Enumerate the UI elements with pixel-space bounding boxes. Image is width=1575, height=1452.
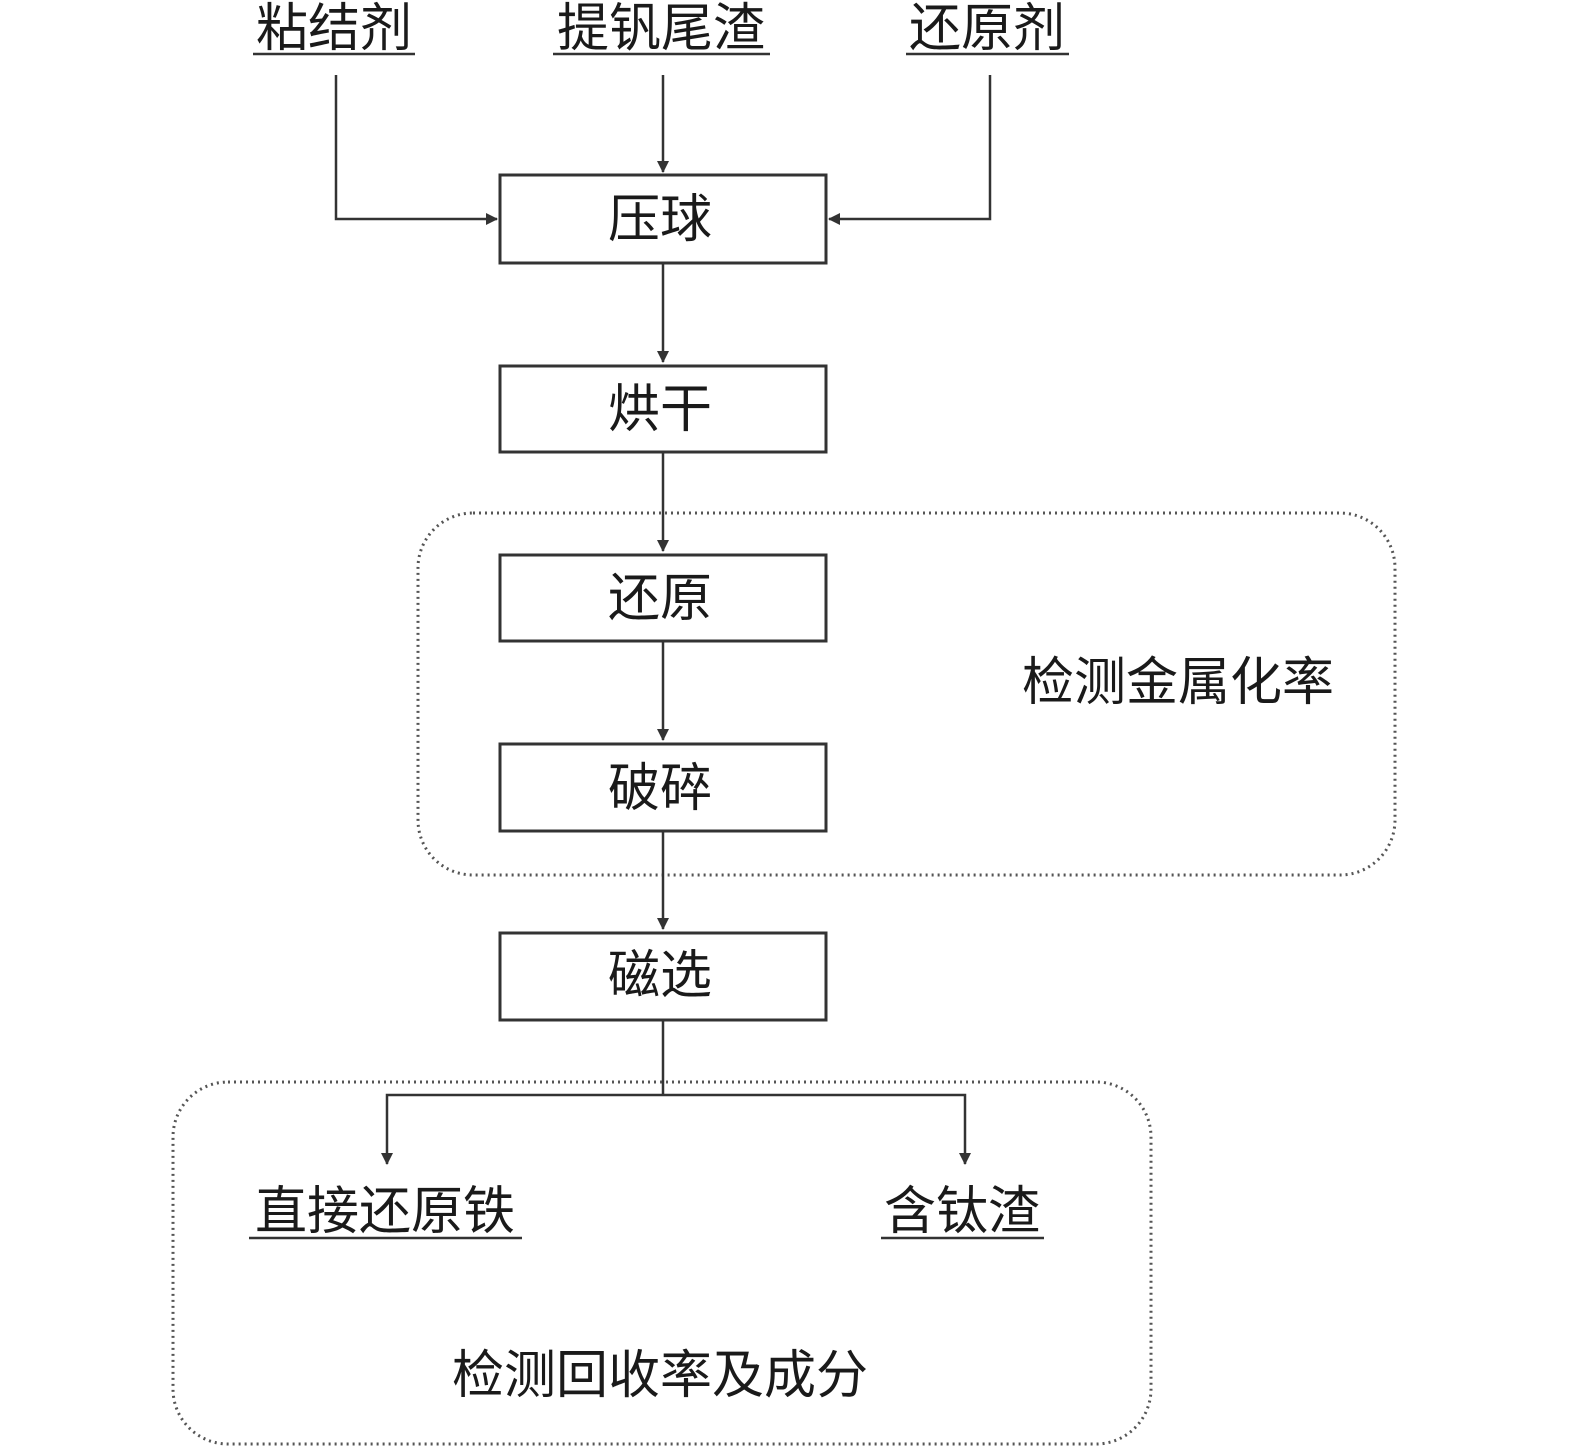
input-binder: 粘结剂 [256, 0, 412, 59]
magnetic-separation-box [498, 931, 828, 1022]
input-reductant: 还原剂 [909, 0, 1065, 59]
recovery-group-label: 检测回收率及成分 [452, 1346, 868, 1406]
metallization-group-label: 检测金属化率 [1022, 653, 1334, 713]
output-titanium-slag: 含钛渣 [884, 1182, 1040, 1242]
separation-to-ti-slag-arrow [663, 1093, 971, 1165]
drying-box [498, 364, 828, 454]
briquetting-box [498, 173, 828, 265]
briquetting-label: 压球 [608, 190, 712, 250]
input-vanadium-tailings: 提钒尾渣 [557, 0, 765, 59]
crushing-label: 破碎 [608, 759, 712, 819]
reduction-label: 还原 [608, 569, 712, 629]
magnetic-separation-label: 磁选 [608, 946, 712, 1006]
binder-to-briquetting-arrow [334, 75, 498, 225]
crushing-box [498, 742, 828, 833]
drying-label: 烘干 [608, 380, 712, 440]
reductant-to-briquetting-arrow [828, 75, 992, 225]
metallization-group-frame [416, 511, 1397, 877]
separation-to-dri-arrow [381, 1093, 663, 1165]
output-direct-reduced-iron: 直接还原铁 [255, 1182, 515, 1242]
